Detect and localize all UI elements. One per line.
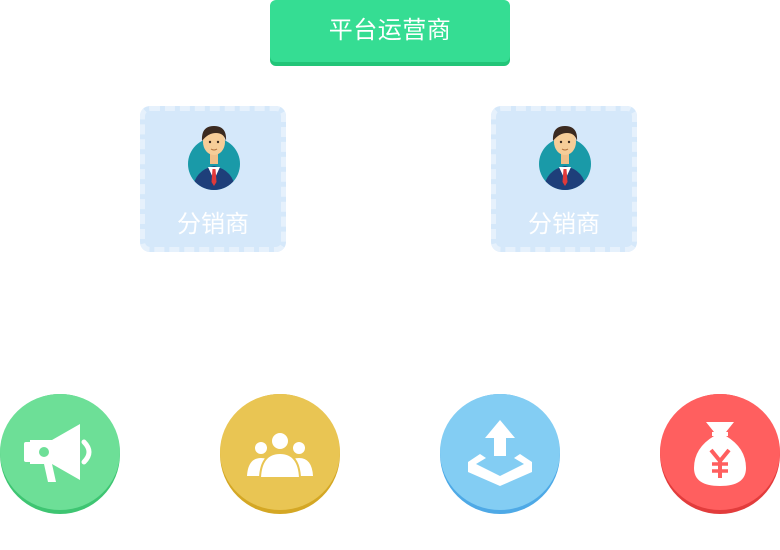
distributor-node-left: 分销商 <box>140 106 286 252</box>
money-bag-circle <box>660 394 780 514</box>
businessman-avatar-icon <box>539 126 591 190</box>
platform-operator-node: 平台运营商 <box>270 0 510 62</box>
businessman-avatar-icon <box>188 126 240 190</box>
upload-tray-circle <box>440 394 560 514</box>
upload-tray-icon <box>468 420 532 486</box>
megaphone-circle <box>0 394 120 514</box>
platform-operator-label: 平台运营商 <box>328 17 452 44</box>
distributor-node-right: 分销商 <box>491 106 637 252</box>
money-bag-yen-icon <box>694 422 746 486</box>
megaphone-icon <box>24 424 92 482</box>
group-users-icon <box>247 431 313 479</box>
distributor-label: 分销商 <box>528 211 600 238</box>
distributor-label: 分销商 <box>177 211 249 238</box>
group-users-circle <box>220 394 340 514</box>
